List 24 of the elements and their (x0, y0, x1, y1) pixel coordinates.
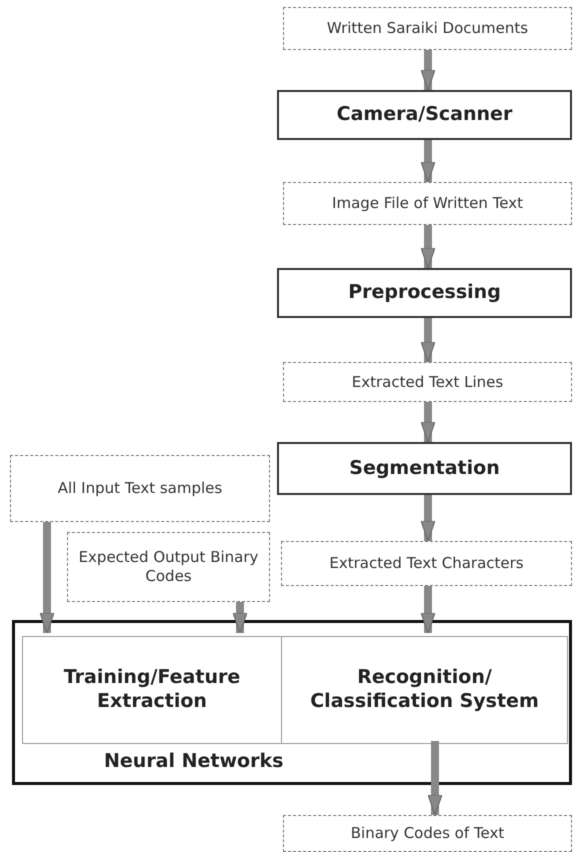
arrow (420, 140, 436, 182)
arrow (40, 522, 54, 634)
arrow (420, 225, 436, 268)
dashed-box: Extracted Text Lines (283, 362, 572, 402)
arrow (420, 318, 436, 362)
dashed-box: Expected Output Binary Codes (67, 532, 270, 602)
dashed-box: Written Saraiki Documents (283, 7, 572, 50)
dashed-box: All Input Text samples (10, 455, 270, 522)
process-box: Preprocessing (277, 268, 572, 318)
dashed-box: Extracted Text Characters (281, 541, 572, 586)
arrow (428, 741, 442, 816)
process-box: Camera/Scanner (277, 90, 572, 140)
arrow (420, 402, 436, 442)
dashed-box: Binary Codes of Text (283, 815, 572, 852)
arrow (420, 495, 436, 542)
dashed-box: Image File of Written Text (283, 182, 572, 225)
arrow (232, 602, 248, 634)
arrow (420, 586, 436, 634)
arrow (420, 50, 436, 90)
group-label: Neural Networks (103, 750, 284, 774)
group-box (12, 620, 572, 785)
process-box: Recognition/ Classification System (281, 636, 568, 744)
process-box: Segmentation (277, 442, 572, 495)
process-box: Training/Feature Extraction (22, 636, 282, 744)
